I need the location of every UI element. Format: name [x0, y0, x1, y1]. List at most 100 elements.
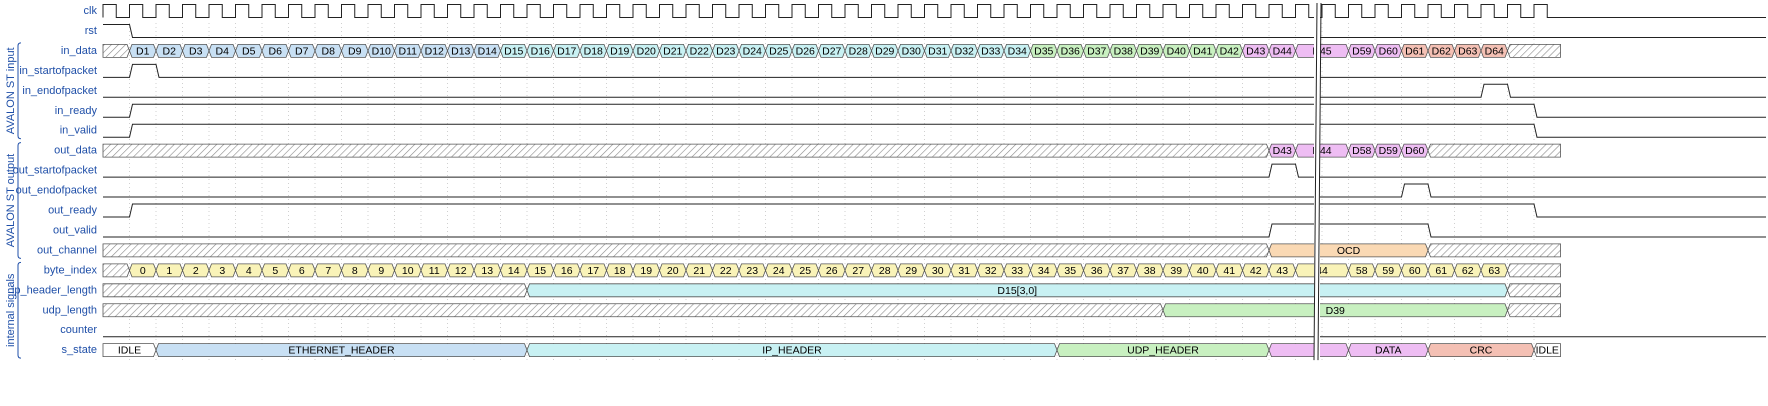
- bus-value-label: ETHERNET_HEADER: [288, 345, 395, 357]
- bus-value-label: D44: [1273, 45, 1292, 57]
- bus-value-label: 15: [534, 265, 546, 277]
- digital-trace: [103, 203, 1766, 218]
- digital-trace: [103, 83, 1766, 98]
- bus-value-label: 29: [905, 265, 917, 277]
- signal-name: out_startofpacket: [13, 165, 97, 177]
- bus-value-label: 28: [879, 265, 891, 277]
- signal-name: in_ready: [55, 105, 98, 117]
- signal-name: out_data: [54, 145, 98, 157]
- bus-value-label: D35: [1034, 45, 1053, 57]
- bus-value-label: D18: [584, 45, 603, 57]
- bus-value-label: IP_HEADER: [762, 345, 822, 357]
- bus-value-label: D27: [822, 45, 841, 57]
- break-slash: [1317, 2, 1322, 361]
- bus-value-label: 37: [1117, 265, 1129, 277]
- bus-value-label: 1: [166, 265, 172, 277]
- bus-value-label: 39: [1170, 265, 1182, 277]
- bus-value-label: D64: [1485, 45, 1504, 57]
- digital-trace: [103, 23, 1766, 38]
- bus-value-label: D9: [348, 45, 362, 57]
- group-bracket: [17, 42, 22, 140]
- bus-value-label: IDLE: [118, 345, 141, 357]
- bus-value-label: D32: [955, 45, 974, 57]
- bus-undefined-segment: [102, 243, 1270, 258]
- bus-value-label: 23: [746, 265, 758, 277]
- bus-value-label: D15: [504, 45, 523, 57]
- bus-value-label: 13: [481, 265, 493, 277]
- signal-name: rst: [85, 25, 97, 37]
- bus-value-label: D3: [189, 45, 203, 57]
- bus-value-label: 12: [455, 265, 467, 277]
- bus-value-label: 27: [852, 265, 864, 277]
- bus-value-label: D23: [716, 45, 735, 57]
- bus-value-label: 2: [193, 265, 199, 277]
- bus-value-label: D16: [531, 45, 550, 57]
- bus-undefined-segment: [1507, 263, 1561, 278]
- bus-value-label: 32: [985, 265, 997, 277]
- bus-value-label: 4: [246, 265, 252, 277]
- bus-value-label: 40: [1197, 265, 1209, 277]
- bus-value-label: D20: [637, 45, 656, 57]
- signal-name: in_valid: [60, 125, 97, 137]
- bus-value-label: 3: [219, 265, 225, 277]
- bus-value-label: 16: [561, 265, 573, 277]
- bus-value-label: 26: [826, 265, 838, 277]
- bus-value-label: 31: [958, 265, 970, 277]
- bus-value-label: 36: [1091, 265, 1103, 277]
- bus-value-label: D41: [1193, 45, 1212, 57]
- signal-name: clk: [84, 5, 98, 17]
- bus-value-label: D22: [690, 45, 709, 57]
- bus-value-label: D21: [663, 45, 682, 57]
- bus-value-label: 43: [1276, 265, 1288, 277]
- bus-value-label: 5: [272, 265, 278, 277]
- signal-name: s_state: [62, 344, 97, 356]
- bus-value-label: 24: [773, 265, 785, 277]
- digital-trace: [103, 223, 1766, 238]
- bus-value-label: D43: [1246, 45, 1265, 57]
- bus-value-label: D39: [1140, 45, 1159, 57]
- bus-undefined-segment: [102, 283, 528, 298]
- signal-name: ip_header_length: [12, 284, 97, 296]
- signal-name: udp_length: [43, 304, 97, 316]
- bus-undefined-segment: [102, 143, 1270, 158]
- bus-value-label: 38: [1144, 265, 1156, 277]
- bus-value-label: 41: [1223, 265, 1235, 277]
- bus-value-label: D11: [399, 45, 418, 57]
- signal-name: out_ready: [48, 205, 97, 217]
- bus-value-label: 30: [932, 265, 944, 277]
- bus-value-label: D13: [451, 45, 470, 57]
- signal-name: counter: [60, 324, 97, 336]
- bus-value-label: 9: [378, 265, 384, 277]
- bus-value-label: 35: [1064, 265, 1076, 277]
- bus-value-label: D40: [1167, 45, 1186, 57]
- bus-value-label: D38: [1114, 45, 1133, 57]
- bus-value-label: 19: [640, 265, 652, 277]
- group-label: AVALON ST input: [5, 47, 17, 134]
- bus-value-label: D33: [981, 45, 1000, 57]
- bus-value-label: D29: [875, 45, 894, 57]
- digital-trace: [103, 103, 1766, 118]
- group-bracket: [17, 142, 22, 259]
- bus-value-label: 62: [1462, 265, 1474, 277]
- bus-value-label: D1: [136, 45, 150, 57]
- bus-value-label: 33: [1011, 265, 1023, 277]
- signal-name: byte_index: [44, 264, 98, 276]
- bus-value-label: 61: [1435, 265, 1447, 277]
- signal-names: clkrstin_datain_startofpacketin_endofpac…: [12, 5, 98, 356]
- bus-value-label: 20: [667, 265, 679, 277]
- bus-value-label: 59: [1382, 265, 1394, 277]
- bus-value-label: 18: [614, 265, 626, 277]
- bus-undefined-segment: [1507, 44, 1561, 58]
- digital-trace: [103, 63, 1766, 78]
- bus-value-label: D63: [1458, 45, 1477, 57]
- bus-undefined-segment: [1507, 283, 1561, 298]
- bus-value-label: D62: [1432, 45, 1451, 57]
- bus-segment: [1533, 343, 1561, 358]
- time-break-marker: [1313, 2, 1322, 361]
- digital-trace: [103, 163, 1766, 178]
- bus-undefined-segment: [1427, 243, 1561, 258]
- bus-value-label: D19: [610, 45, 629, 57]
- bus-value-label: D59: [1379, 145, 1398, 157]
- bus-value-label: CRC: [1470, 345, 1493, 357]
- bus-segment: [1268, 343, 1349, 358]
